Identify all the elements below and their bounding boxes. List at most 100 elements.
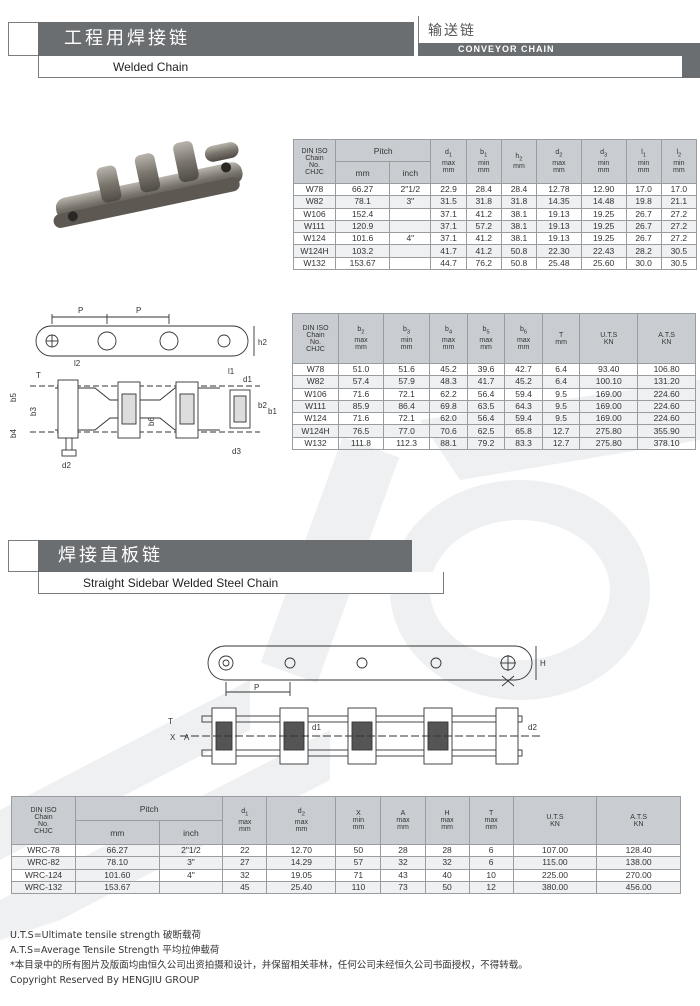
table-cell: W106 (293, 207, 336, 221)
note-copyright-cn: *本目录中的所有图片及版面均由恒久公司出资拍摄和设计，并保留相关菲林，任何公司未… (10, 960, 528, 971)
label-b4: b4 (10, 429, 18, 438)
table-cell: 88.1 (429, 436, 468, 451)
table-cell: 110 (335, 880, 382, 895)
straight-sidebar-chain-drawing: H P T X A d1 d2 (168, 645, 546, 765)
table-cell: 131.20 (637, 375, 696, 389)
table-cell: 275.80 (579, 436, 639, 451)
table-cell: 50 (335, 843, 382, 858)
table-cell: 37.1 (430, 232, 467, 246)
label-l2: l2 (74, 359, 81, 368)
table-cell: 275.80 (579, 424, 639, 438)
label-b6: b6 (147, 417, 156, 426)
table-cell: 50.8 (500, 244, 538, 258)
table-cell: 85.9 (338, 399, 384, 414)
table-cell: 4" (158, 868, 224, 882)
table-cell: 19.25 (580, 232, 627, 246)
table-cell: 224.60 (637, 399, 696, 414)
table-cell: 9.5 (541, 399, 581, 414)
table-cell: W82 (292, 375, 339, 389)
table-cell: 69.8 (429, 399, 468, 414)
section-title-cn: 工程用焊接链 (38, 22, 414, 56)
table-cell: 28.4 (500, 182, 538, 197)
category-cn: 输送链 (428, 23, 476, 39)
table-cell: 100.10 (579, 375, 639, 389)
table-cell: W78 (292, 362, 339, 377)
table-cell: 14.48 (580, 195, 627, 209)
table-cell: 17.0 (625, 182, 662, 197)
table-cell: 26.7 (625, 219, 662, 234)
table-cell: 77.0 (382, 424, 431, 438)
table-cell: 27.2 (660, 207, 698, 221)
table-cell: 64.3 (504, 399, 543, 414)
table-cell: 107.00 (512, 843, 598, 858)
col-pitch-mm: mm (75, 820, 160, 845)
table-cell: 6 (468, 843, 514, 858)
table-cell: 28 (380, 843, 426, 858)
table-cell: W82 (293, 195, 336, 209)
table-cell: 26.7 (625, 207, 662, 221)
table-cell: 62.0 (429, 412, 468, 426)
section2-title-en: Straight Sidebar Welded Steel Chain (38, 572, 444, 594)
label-d1: d1 (243, 375, 252, 384)
table-cell: W132 (293, 256, 336, 271)
table-cell: 3" (158, 856, 224, 870)
table-cell: 43 (380, 868, 426, 882)
table-cell: 73 (380, 880, 426, 895)
table-cell: W124 (293, 232, 336, 246)
table-cell: 128.40 (596, 843, 681, 858)
table-cell: 153.67 (75, 880, 160, 895)
table-cell: 27.2 (660, 219, 698, 234)
table-cell: 50.8 (500, 256, 538, 271)
table-cell: 25.40 (266, 880, 337, 895)
table-cell: W124H (292, 424, 339, 438)
table-cell: 45.2 (429, 362, 468, 377)
table-cell: 270.00 (596, 868, 681, 882)
table-cell: 62.2 (429, 387, 468, 401)
table-cell: 12.7 (541, 436, 581, 451)
header-corner-box (8, 22, 40, 56)
table-cell: 4" (389, 232, 432, 246)
table-cell: 138.00 (596, 856, 681, 870)
table-cell: 41.2 (465, 244, 502, 258)
table-cell: 25.48 (536, 256, 582, 271)
table-cell: 86.4 (382, 399, 431, 414)
table-cell: 38.1 (500, 207, 538, 221)
table-cell: 42.7 (504, 362, 543, 377)
table-cell: 83.3 (504, 436, 543, 451)
table-cell: 51.6 (382, 362, 431, 377)
table-cell: 19.25 (580, 207, 627, 221)
table-cell: W111 (293, 219, 336, 234)
label-b2: b2 (258, 401, 267, 410)
table-cell: 19.25 (580, 219, 627, 234)
table-cell: 169.00 (579, 399, 639, 414)
label-x: X (170, 733, 176, 742)
table-cell: 48.3 (429, 375, 468, 389)
table-cell: 41.7 (430, 244, 467, 258)
label-b5: b5 (10, 393, 18, 402)
section-title-en: Welded Chain (38, 56, 686, 78)
table-cell: W111 (292, 399, 339, 414)
label-b1: b1 (268, 407, 277, 416)
label-d1b: d1 (312, 723, 321, 732)
table-cell: 103.2 (334, 244, 391, 258)
table-cell: 37.1 (430, 219, 467, 234)
